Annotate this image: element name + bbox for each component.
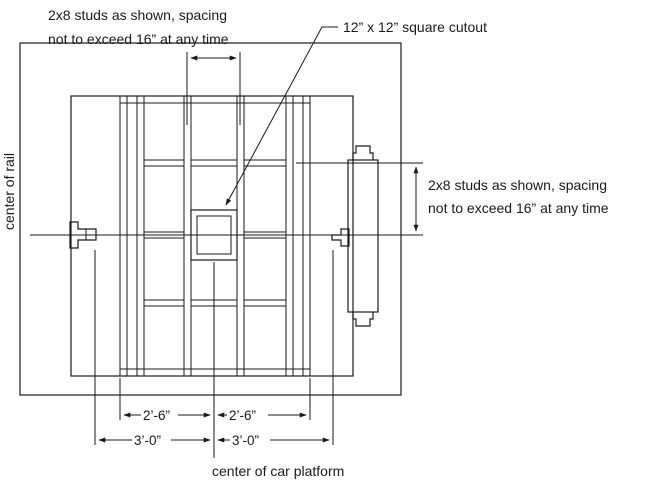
blocking-rows	[143, 159, 287, 307]
cutout-leader	[225, 26, 338, 206]
right-note-line2: not to exceed 16” at any time	[428, 200, 609, 216]
stud	[136, 95, 145, 377]
stud-frame	[119, 95, 311, 377]
cutout-label: 12” x 12” square cutout	[343, 19, 487, 35]
stud	[119, 95, 128, 377]
stud	[285, 95, 294, 377]
top-left-note-line2: not to exceed 16” at any time	[48, 31, 229, 47]
stud	[183, 95, 192, 377]
dim-outer-left: 3’-0”	[134, 433, 161, 448]
right-note-line1: 2x8 studs as shown, spacing	[428, 177, 607, 193]
dim-inner-right: 2’-6”	[229, 408, 256, 423]
top-left-note-line1: 2x8 studs as shown, spacing	[48, 7, 227, 23]
center-of-car-platform-label: center of car platform	[212, 463, 344, 479]
center-of-rail-label: center of rail	[1, 153, 17, 230]
dim-outer-right: 3’-0”	[232, 433, 259, 448]
stud	[302, 95, 311, 377]
dim-inner-left: 2’-6”	[143, 408, 170, 423]
bottom-dimensions	[94, 250, 334, 458]
right-rail-and-counterweight	[331, 145, 379, 327]
counterweight	[347, 159, 379, 313]
hoistway-outer-wall	[19, 42, 402, 396]
car-platform-outline	[70, 95, 354, 377]
stud	[236, 95, 245, 377]
